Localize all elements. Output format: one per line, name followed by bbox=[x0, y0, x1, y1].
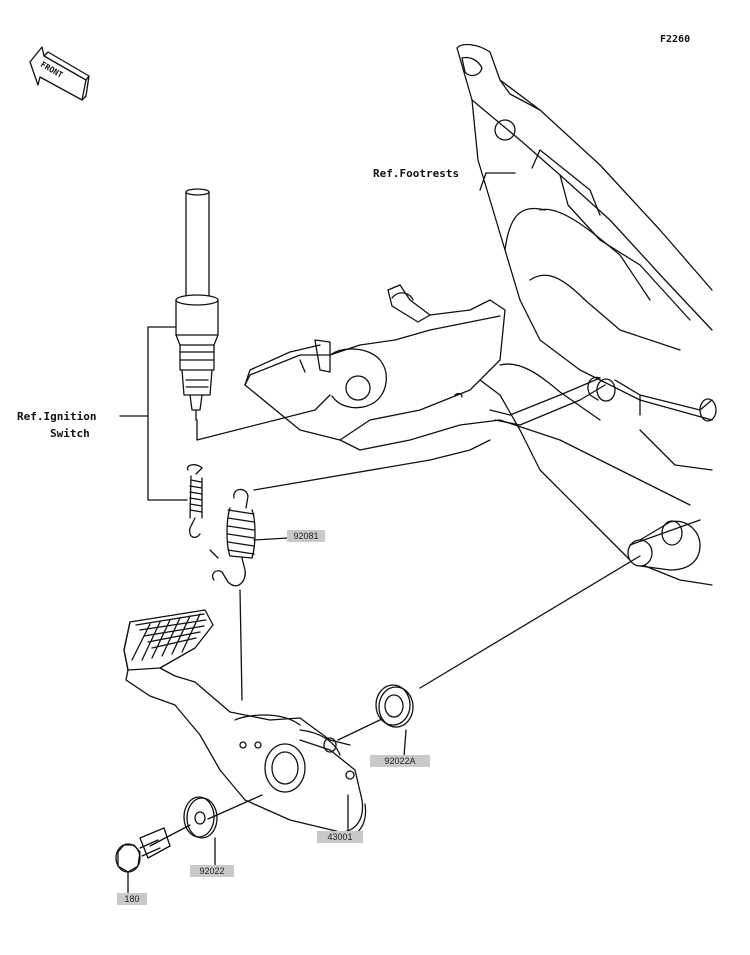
part-number-washer-small: 92022 bbox=[190, 865, 234, 877]
brake-pedal bbox=[123, 609, 367, 839]
part-number-washer-large: 92022A bbox=[370, 755, 430, 767]
ref-ignition-label: Ref.Ignition bbox=[17, 410, 96, 423]
brake-light-switch bbox=[175, 188, 219, 421]
part-number-bolt: 180 bbox=[117, 893, 147, 905]
frame-bracket bbox=[244, 43, 717, 586]
figure-id: F2260 bbox=[660, 34, 690, 45]
part-number-pedal: 43001 bbox=[317, 831, 363, 843]
ref-footrests-label: Ref.Footrests bbox=[373, 167, 459, 180]
front-arrow-icon bbox=[29, 46, 90, 101]
return-spring bbox=[211, 488, 256, 587]
small-spring bbox=[186, 464, 203, 539]
pivot-bolt bbox=[115, 827, 171, 873]
ref-switch-label: Switch bbox=[50, 427, 90, 440]
leader-lines bbox=[119, 172, 641, 894]
part-number-spring: 92081 bbox=[287, 530, 325, 542]
washer-large bbox=[375, 684, 414, 728]
